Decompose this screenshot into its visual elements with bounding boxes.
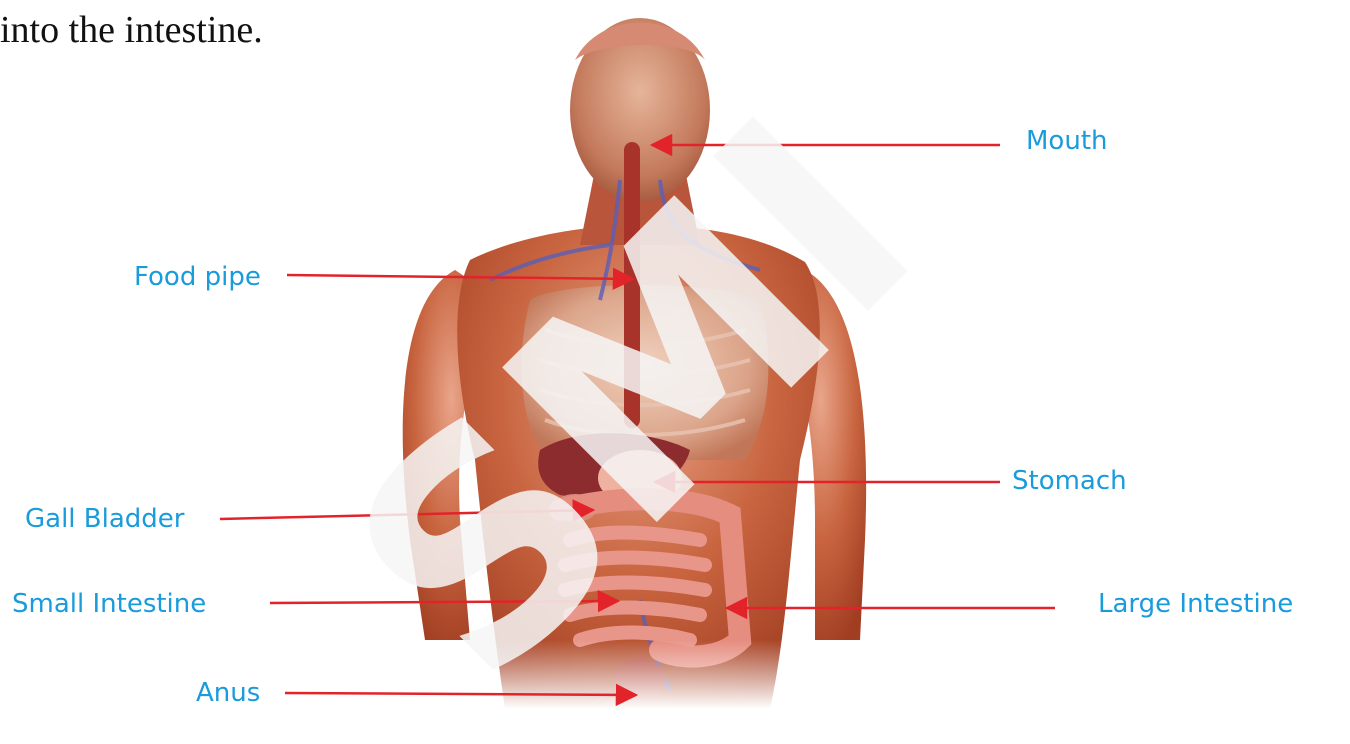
label-food-pipe: Food pipe — [134, 261, 261, 293]
label-small-intestine: Small Intestine — [12, 588, 206, 620]
label-large-intestine: Large Intestine — [1098, 588, 1293, 620]
human-figure-illustration — [380, 18, 900, 709]
label-mouth: Mouth — [1026, 125, 1108, 157]
label-anus: Anus — [196, 677, 260, 709]
digestive-system-page: into the intestine. — [0, 0, 1350, 709]
label-stomach: Stomach — [1012, 465, 1127, 497]
label-gall-bladder: Gall Bladder — [25, 503, 184, 535]
